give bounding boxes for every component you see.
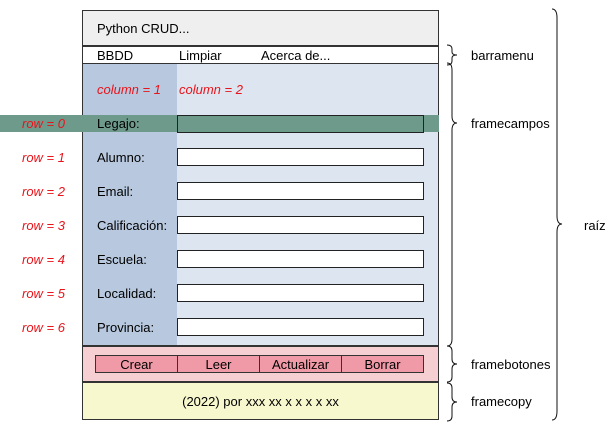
brace-framebotones [446, 345, 458, 383]
framecampos [83, 64, 177, 346]
window-title: Python CRUD... [97, 21, 190, 36]
localidad-input[interactable] [177, 284, 424, 302]
annotation-framecopy: framecopy [471, 394, 532, 409]
menu-item-limpiar[interactable]: Limpiar [179, 48, 222, 63]
annotation-framecampos: framecampos [471, 116, 550, 131]
row-index-1: row = 1 [22, 150, 65, 165]
framecampos-border [82, 63, 439, 346]
crear-button[interactable]: Crear [95, 355, 178, 373]
title-bar [82, 10, 439, 46]
email-input[interactable] [177, 182, 424, 200]
row-index-5: row = 5 [22, 286, 65, 301]
copyright-text: (2022) por xxx xx x x x x xx [182, 394, 339, 409]
provincia-input[interactable] [177, 318, 424, 336]
calificacion-input[interactable] [177, 216, 424, 234]
column-2-label: column = 2 [179, 82, 243, 97]
menu-item-bbdd[interactable]: BBDD [97, 48, 134, 63]
row-index-6: row = 6 [22, 320, 65, 335]
row-index-2: row = 2 [22, 184, 65, 199]
actualizar-button[interactable]: Actualizar [259, 355, 342, 373]
annotation-raiz: raíz [584, 218, 606, 233]
menu-item-acerca[interactable]: Acerca de... [261, 48, 331, 63]
column-1-label: column = 1 [97, 82, 161, 97]
brace-barramenu [446, 44, 458, 66]
legajo-input[interactable] [177, 115, 424, 133]
brace-framecopy [446, 382, 458, 422]
leer-button[interactable]: Leer [177, 355, 260, 373]
brace-raiz [551, 8, 563, 421]
field-label-email: Email: [97, 184, 134, 199]
alumno-input[interactable] [177, 148, 424, 166]
row-index-3: row = 3 [22, 218, 65, 233]
escuela-input[interactable] [177, 250, 424, 268]
row-index-4: row = 4 [22, 252, 65, 267]
row-index-0: row = 0 [22, 116, 65, 131]
borrar-button[interactable]: Borrar [341, 355, 424, 373]
field-label-escuela: Escuela: [97, 252, 147, 267]
annotation-barramenu: barramenu [471, 48, 534, 63]
field-label-localidad: Localidad: [97, 286, 157, 301]
field-label-alumno: Alumno: [97, 150, 145, 165]
field-label-calificacion: Calificación: [97, 218, 168, 233]
field-label-legajo: Legajo: [97, 116, 140, 131]
framecopy [82, 382, 439, 420]
brace-framecampos [446, 62, 458, 347]
annotation-framebotones: framebotones [471, 357, 551, 372]
field-label-provincia: Provincia: [97, 320, 155, 335]
